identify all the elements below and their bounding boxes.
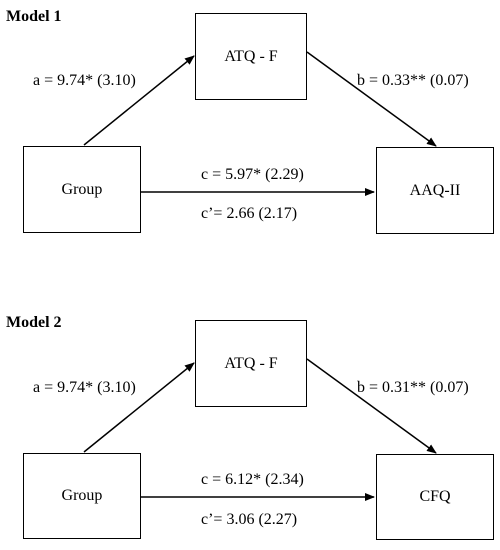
model-1-c-prime-coefficient: c’= 2.66 (2.17) bbox=[201, 205, 298, 222]
model-1-b-coefficient: b = 0.33** (0.07) bbox=[357, 72, 469, 89]
model-1-outcome-label: AAQ-II bbox=[409, 181, 461, 199]
model-1-mediator-box: ATQ - F bbox=[195, 13, 307, 100]
model-2-predictor-box: Group bbox=[23, 453, 141, 539]
model1-a-path-arrow bbox=[83, 55, 195, 146]
model-1-title: Model 1 bbox=[6, 8, 62, 25]
model-2-c-prime-coefficient: c’= 3.06 (2.27) bbox=[201, 511, 298, 528]
model-1-outcome-box: AAQ-II bbox=[376, 147, 494, 234]
model-2-outcome-box: CFQ bbox=[376, 454, 494, 540]
model-1-predictor-box: Group bbox=[23, 146, 141, 233]
model-2-mediator-box: ATQ - F bbox=[195, 320, 307, 407]
model-1-a-coefficient: a = 9.74* (3.10) bbox=[33, 72, 136, 89]
model-2-b-coefficient: b = 0.31** (0.07) bbox=[357, 379, 469, 396]
model-1-c-coefficient: c = 5.97* (2.29) bbox=[201, 166, 304, 183]
model2-b-path-arrow bbox=[306, 358, 437, 454]
model-2-predictor-label: Group bbox=[61, 487, 103, 504]
model-1-mediator-label: ATQ - F bbox=[224, 47, 278, 65]
model1-b-path-arrow bbox=[306, 51, 437, 147]
model-2-mediator-label: ATQ - F bbox=[224, 354, 278, 372]
model-1-predictor-label: Group bbox=[61, 180, 103, 198]
model-2-a-coefficient: a = 9.74* (3.10) bbox=[33, 379, 136, 396]
model-2-outcome-label: CFQ bbox=[419, 488, 451, 505]
model-2-c-coefficient: c = 6.12* (2.34) bbox=[201, 471, 304, 488]
model2-a-path-arrow bbox=[83, 362, 195, 453]
model-2-title: Model 2 bbox=[6, 314, 62, 331]
